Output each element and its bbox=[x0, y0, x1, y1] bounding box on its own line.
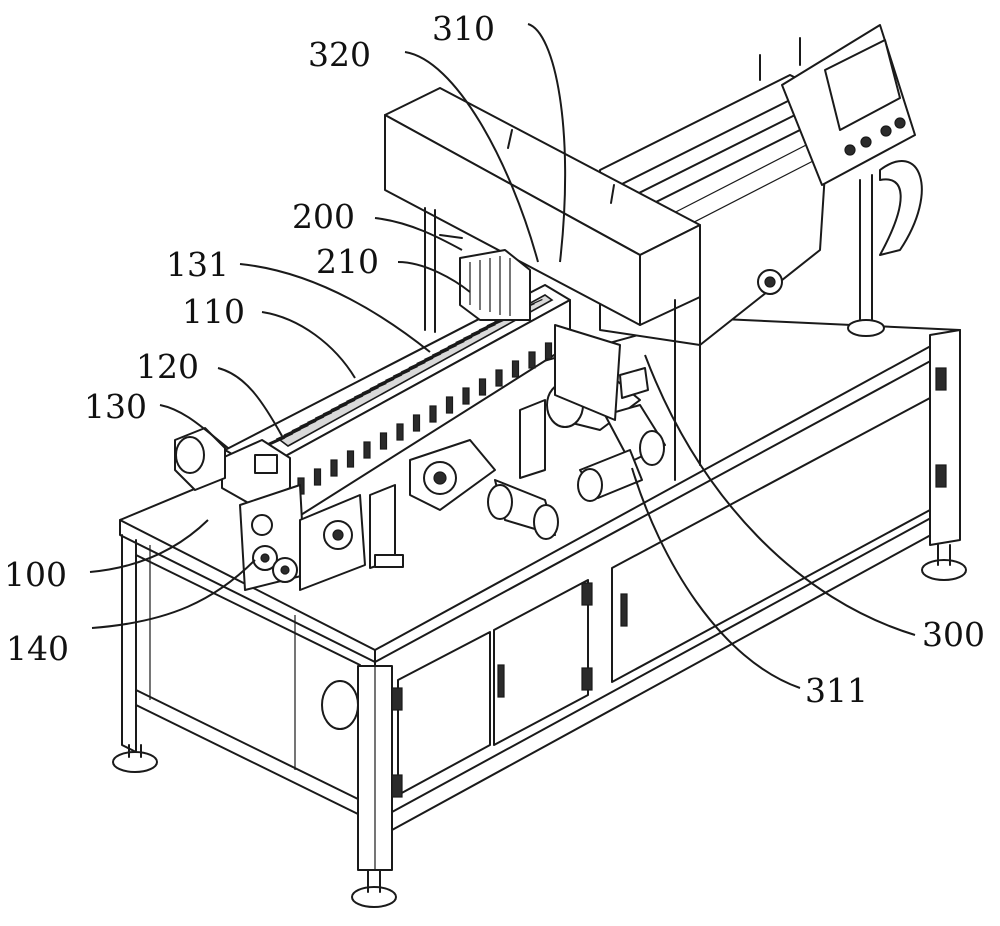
plate-tooth bbox=[429, 405, 437, 423]
plate-tooth bbox=[445, 396, 454, 414]
plate-tooth bbox=[544, 342, 553, 360]
conveyor-slat bbox=[369, 370, 411, 390]
plate-tooth bbox=[478, 378, 487, 396]
conveyor bbox=[174, 284, 571, 591]
conveyor-slat bbox=[424, 340, 465, 360]
conveyor-slat bbox=[322, 395, 364, 415]
control-panel bbox=[781, 24, 923, 337]
plate-tooth bbox=[511, 360, 520, 378]
conveyor-slat bbox=[330, 391, 372, 411]
plate-tooth bbox=[330, 459, 338, 477]
conveyor-slat bbox=[299, 408, 340, 428]
label-130: 130 bbox=[84, 387, 147, 426]
upper-housing bbox=[384, 87, 701, 481]
conveyor-slat bbox=[408, 349, 450, 369]
conveyor-slat bbox=[439, 332, 481, 352]
conveyor-slat bbox=[361, 374, 403, 394]
conveyor-slat bbox=[314, 399, 356, 419]
conveyor-slat bbox=[455, 324, 496, 344]
conveyor-slat bbox=[307, 403, 348, 423]
plate-tooth bbox=[412, 414, 421, 432]
label-320: 320 bbox=[308, 35, 371, 74]
label-140: 140 bbox=[6, 629, 69, 668]
conveyor-slat bbox=[377, 366, 418, 386]
conveyor-slat bbox=[268, 424, 309, 444]
station-200 bbox=[439, 234, 531, 321]
conveyor-slat bbox=[338, 387, 379, 407]
label-200: 200 bbox=[292, 197, 355, 236]
plate-tooth bbox=[495, 369, 503, 387]
plate-tooth bbox=[346, 450, 355, 468]
conveyor-slat bbox=[392, 357, 434, 377]
conveyor-slat bbox=[400, 353, 442, 373]
label-310: 310 bbox=[432, 9, 495, 48]
plate-tooth bbox=[363, 441, 371, 459]
label-100: 100 bbox=[4, 555, 67, 594]
conveyor-slat bbox=[463, 319, 504, 339]
plate-tooth bbox=[528, 351, 536, 369]
plate-tooth bbox=[313, 468, 322, 486]
plate-tooth bbox=[396, 423, 404, 441]
conveyor-slat bbox=[447, 328, 489, 348]
plate-tooth bbox=[462, 387, 470, 405]
conveyor-slat bbox=[385, 361, 426, 381]
conveyor-slat bbox=[431, 336, 473, 356]
conveyor-slat bbox=[275, 420, 317, 440]
servo-motors bbox=[369, 324, 666, 569]
label-131: 131 bbox=[166, 245, 229, 284]
conveyor-slat bbox=[353, 378, 395, 398]
plate-tooth bbox=[379, 432, 388, 450]
label-300: 300 bbox=[922, 615, 985, 654]
conveyor-slat bbox=[291, 412, 333, 432]
conveyor-slat bbox=[346, 382, 387, 402]
leader-lines bbox=[89, 23, 916, 689]
conveyor-slat bbox=[416, 345, 457, 365]
label-210: 210 bbox=[316, 242, 379, 281]
label-120: 120 bbox=[136, 347, 199, 386]
label-110: 110 bbox=[182, 292, 245, 331]
conveyor-slat bbox=[283, 416, 325, 436]
label-311: 311 bbox=[805, 671, 868, 710]
reference-labels: 310 320 200 210 131 110 120 130 100 140 … bbox=[4, 9, 985, 710]
